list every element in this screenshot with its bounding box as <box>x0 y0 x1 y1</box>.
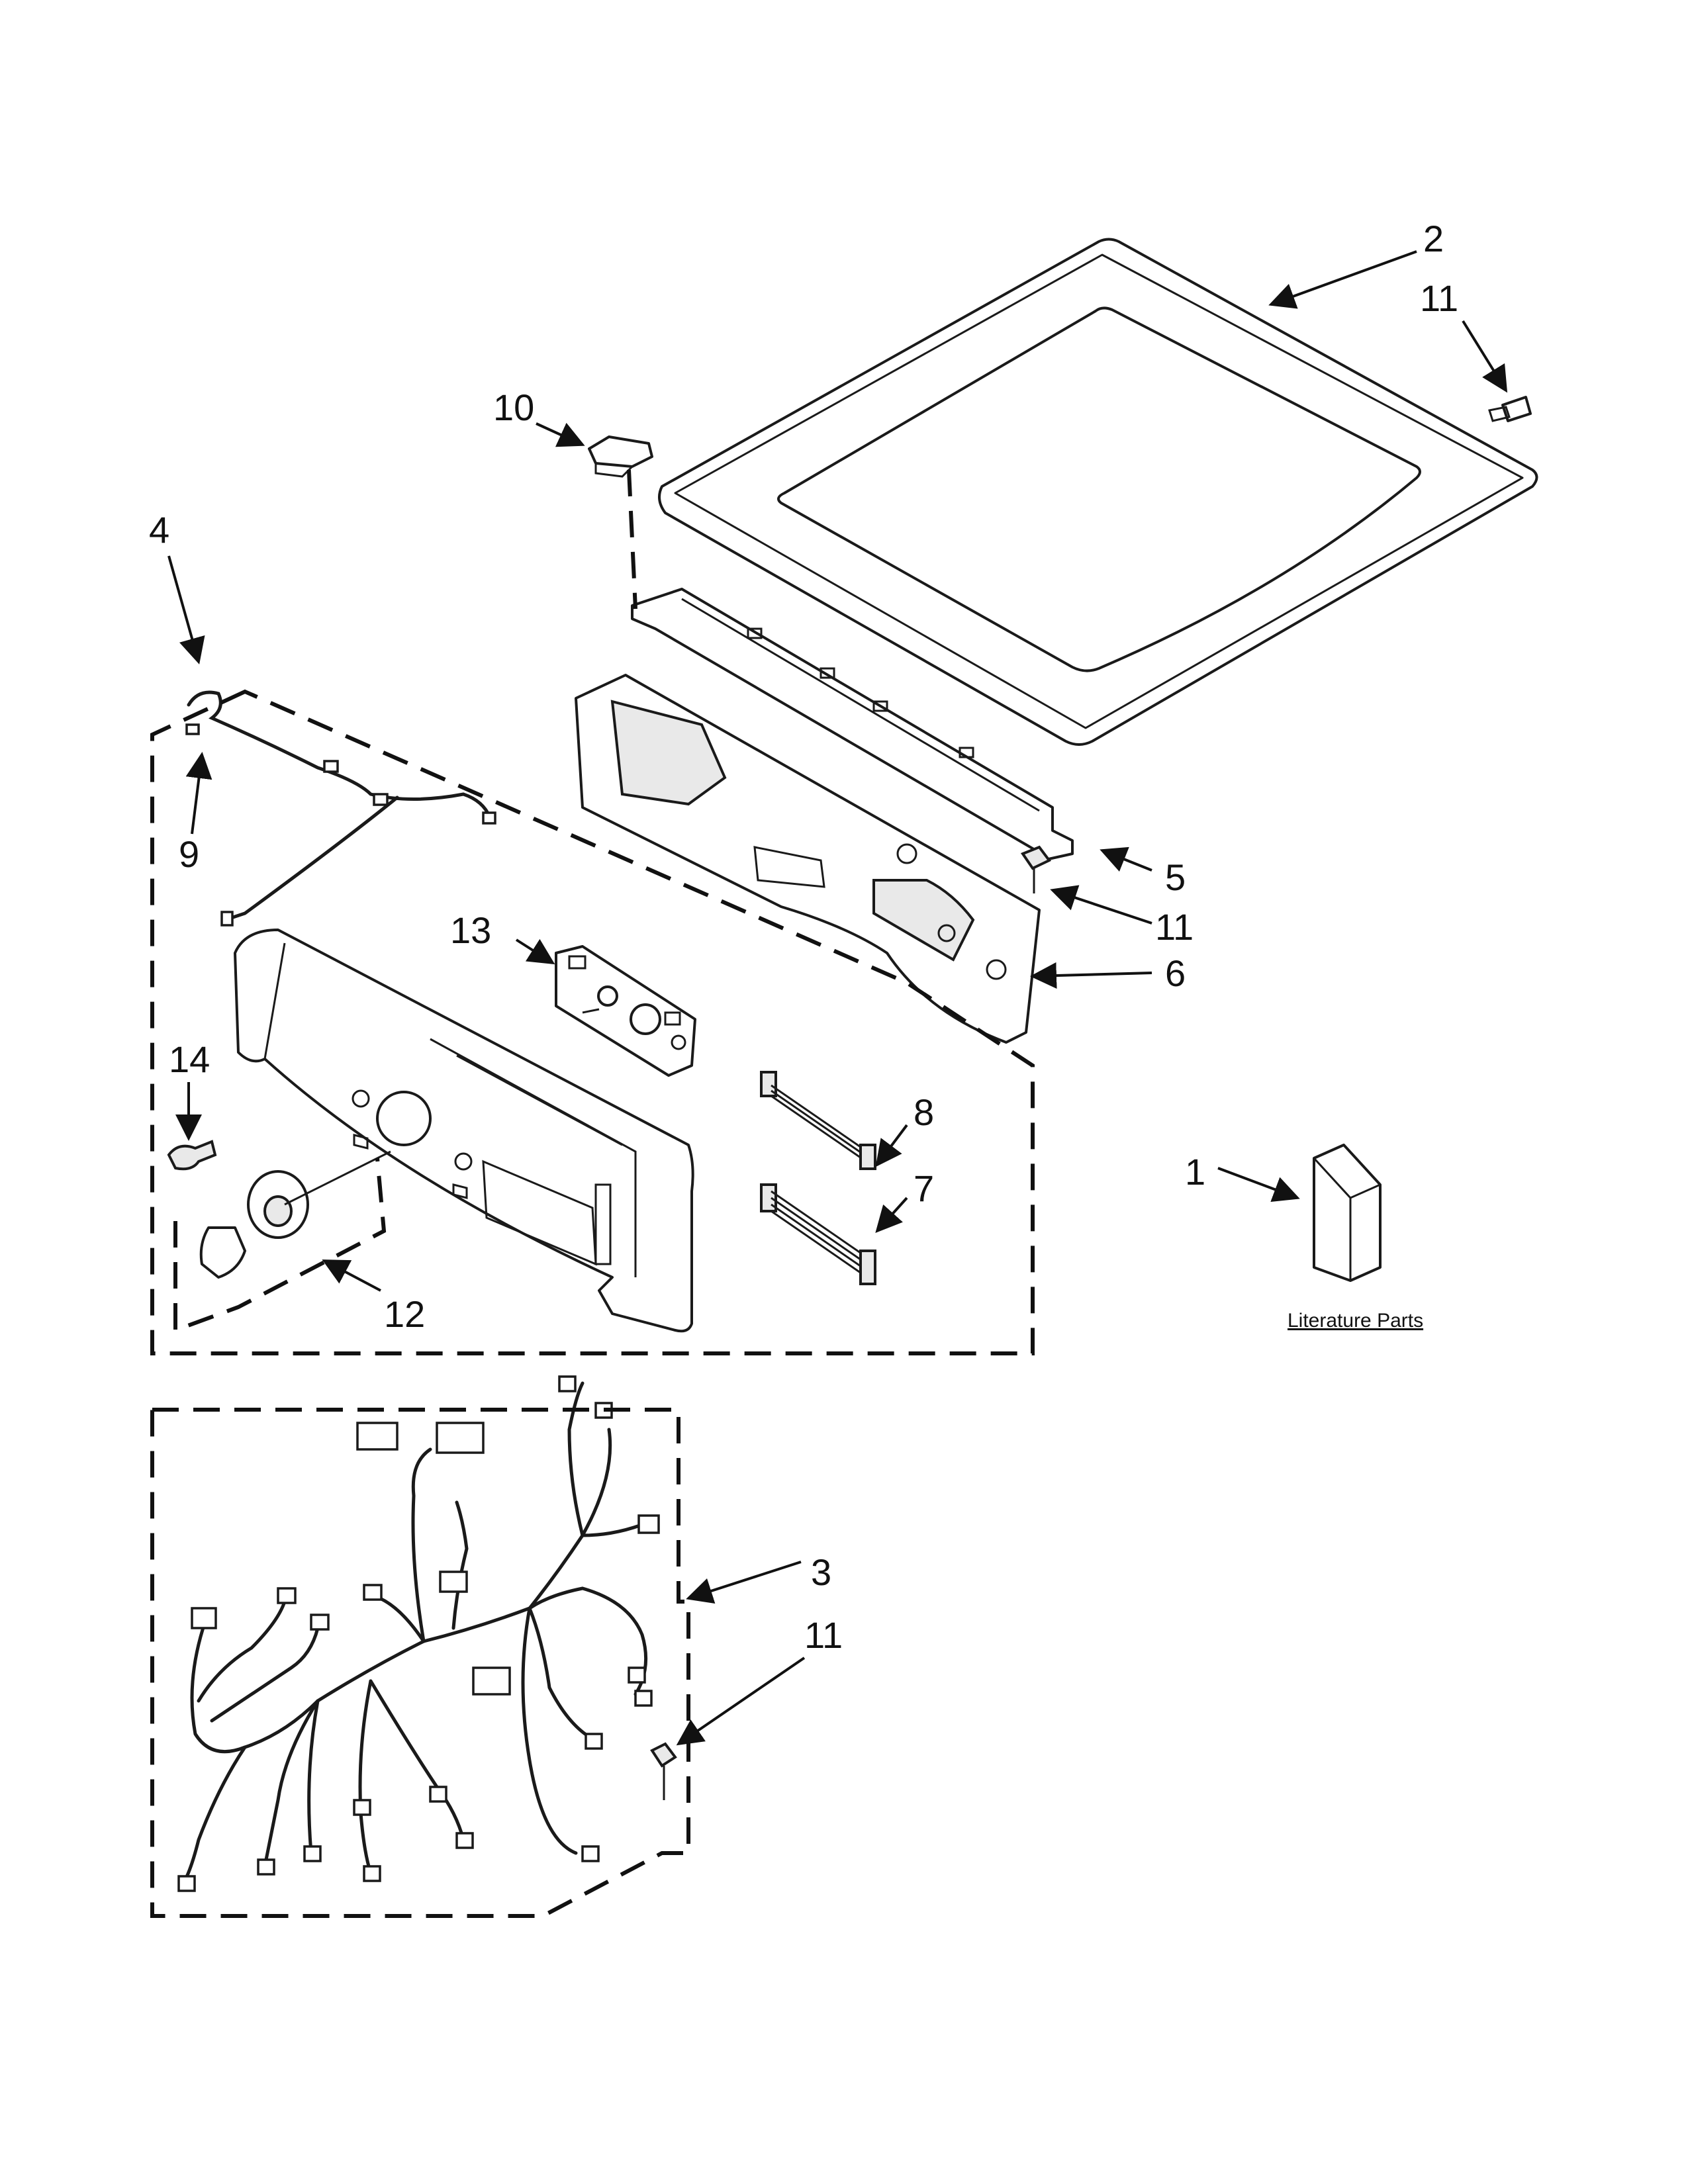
console-bracket <box>631 588 1074 862</box>
ribbon-cable-8 <box>760 1071 876 1170</box>
callout-11-middle: 11 <box>1155 906 1194 948</box>
callout-5: 5 <box>1165 856 1186 898</box>
wire-harness <box>177 1375 660 1892</box>
callout-13: 13 <box>450 909 491 951</box>
ribbon-cable-7 <box>760 1183 876 1285</box>
screw-left <box>167 1140 217 1171</box>
callout-11-top: 11 <box>1420 277 1458 319</box>
callout-6: 6 <box>1165 952 1186 994</box>
bracket-dash-line <box>627 469 637 610</box>
knob-assembly <box>199 1150 391 1279</box>
control-board <box>555 945 696 1077</box>
callout-labels: 2 11 10 4 5 11 6 9 13 14 8 7 12 1 3 11 L… <box>149 218 1458 1656</box>
console-fascia <box>234 929 694 1333</box>
callout-8: 8 <box>914 1091 934 1133</box>
screw-lower <box>650 1742 677 1800</box>
screw-middle <box>1020 845 1052 893</box>
callout-9: 9 <box>179 833 199 875</box>
callout-11-lower: 11 <box>804 1614 843 1656</box>
screw-upper <box>1488 396 1532 422</box>
callout-14: 14 <box>169 1038 210 1080</box>
sensor-wire <box>185 690 496 927</box>
callout-4: 4 <box>149 509 169 551</box>
literature-parts-caption: Literature Parts <box>1288 1310 1423 1332</box>
callout-12: 12 <box>384 1293 425 1335</box>
leader-lines <box>167 250 1508 1746</box>
callout-2: 2 <box>1423 218 1444 259</box>
callout-1: 1 <box>1185 1151 1205 1193</box>
console-group-outline <box>150 689 1035 1355</box>
clip <box>588 435 653 478</box>
callout-7: 7 <box>914 1167 934 1209</box>
console-back <box>575 674 1041 1044</box>
literature-booklet <box>1313 1144 1382 1282</box>
knob-group-outline <box>173 1158 387 1334</box>
harness-group-outline <box>150 1408 690 1918</box>
callout-10: 10 <box>493 387 534 428</box>
top-panel <box>658 238 1538 746</box>
callout-3: 3 <box>811 1551 831 1593</box>
